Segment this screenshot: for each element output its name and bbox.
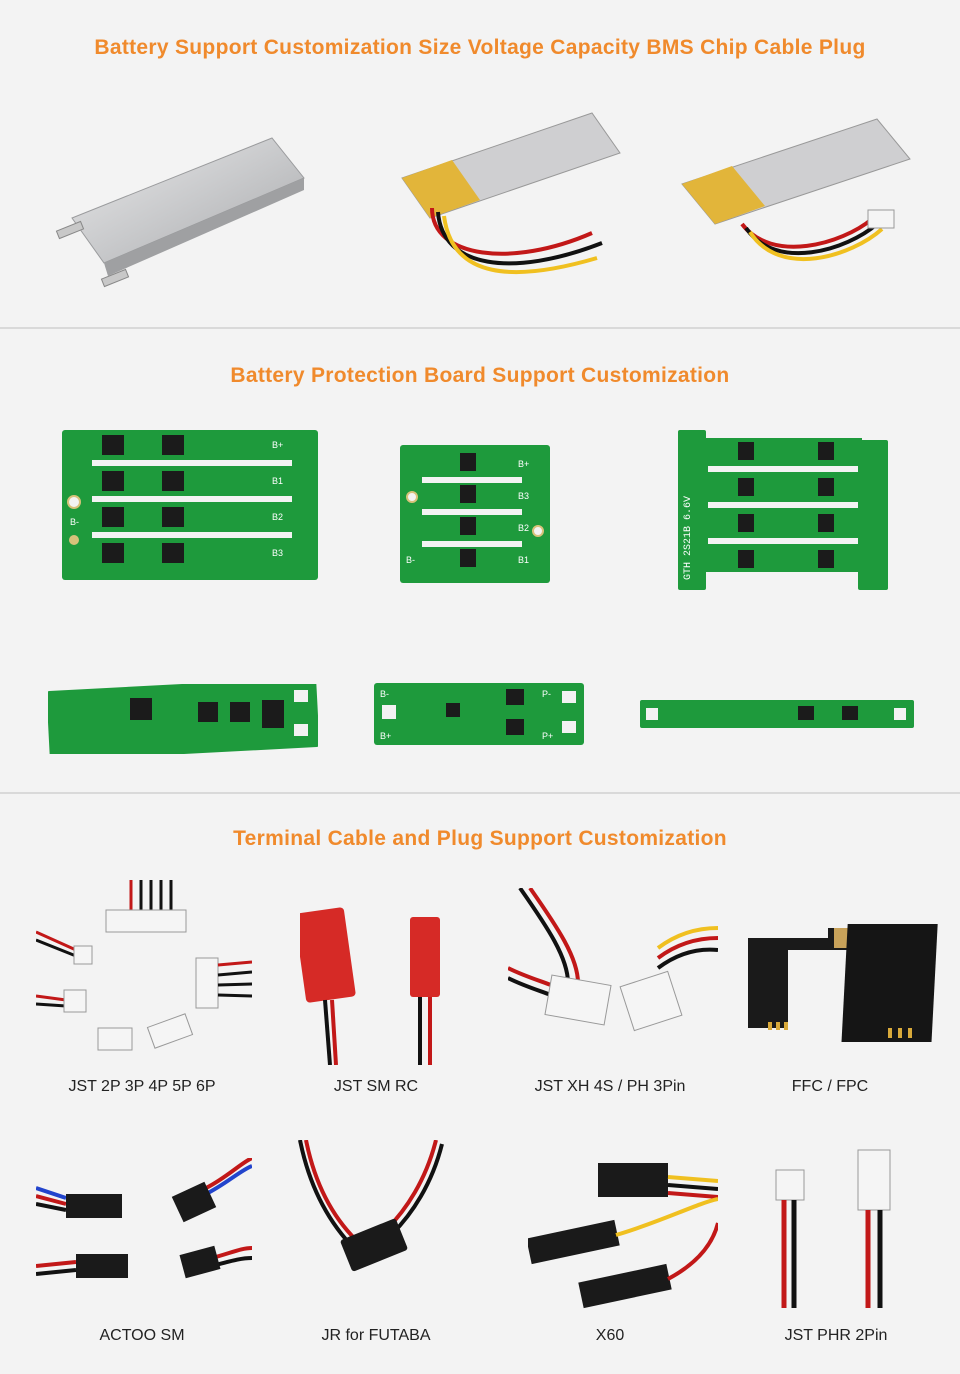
bd2-label-b1: B1: [518, 555, 529, 565]
bd1-label-b-minus: B-: [70, 517, 79, 527]
cables-section-title: Terminal Cable and Plug Support Customiz…: [233, 827, 727, 850]
protection-strip-c-image: [640, 700, 914, 728]
pcb-b-label-bminus: B-: [380, 689, 389, 699]
pcb-b-label-bplus: B+: [380, 731, 391, 741]
battery-plug-cell-image: [672, 114, 922, 284]
pcb-b-label-pplus: P+: [542, 731, 553, 741]
jst-xh-ph-image: [508, 888, 718, 1048]
protection-board-4s-image: B+ B1 B2 B3 B-: [62, 430, 318, 580]
battery-section-title: Battery Support Customization Size Volta…: [94, 36, 866, 59]
board-section-title: Battery Protection Board Support Customi…: [230, 364, 730, 387]
bd1-label-b3: B3: [272, 548, 283, 558]
cable-caption-jr-futaba: JR for FUTABA: [321, 1327, 431, 1344]
x60-image: [528, 1163, 718, 1313]
bd3-label: GTH 2S21B 6.6V: [683, 496, 694, 580]
pcb-b-label-pminus: P-: [542, 689, 551, 699]
protection-strip-b-image: B- B+ P- P+: [374, 683, 584, 745]
bd1-label-b2: B2: [272, 512, 283, 522]
cable-caption-jst-xh-ph: JST XH 4S / PH 3Pin: [534, 1078, 686, 1095]
ffc-fpc-image: [748, 918, 942, 1048]
bd2-label-b-minus: B-: [406, 555, 415, 565]
bd2-label-b-plus: B+: [518, 459, 529, 469]
battery-wired-cell-image: [392, 108, 632, 288]
bd2-label-b3: B3: [518, 491, 529, 501]
protection-board-3s-image: B+ B3 B2 B1 B-: [400, 445, 550, 583]
section-divider-1: [0, 327, 960, 329]
bd2-label-b2: B2: [518, 523, 529, 533]
cable-caption-x60: X60: [595, 1327, 625, 1344]
cable-caption-jst-sm-rc: JST SM RC: [333, 1078, 419, 1095]
cable-caption-jst-multi: JST 2P 3P 4P 5P 6P: [68, 1078, 216, 1095]
jst-sm-rc-image: [300, 905, 450, 1065]
cable-caption-jst-phr: JST PHR 2Pin: [784, 1327, 888, 1344]
bd1-label-b1: B1: [272, 476, 283, 486]
jst-multi-pin-image: [36, 880, 252, 1060]
protection-board-2s-image: GTH 2S21B 6.6V: [678, 430, 890, 590]
cable-caption-actoo-sm: ACTOO SM: [99, 1327, 185, 1344]
section-divider-2: [0, 792, 960, 794]
protection-strip-a-image: [48, 684, 318, 754]
jr-futaba-image: [296, 1140, 446, 1300]
battery-bare-cell-image: [42, 128, 312, 298]
bd1-label-b-plus: B+: [272, 440, 283, 450]
actoo-sm-image: [36, 1158, 252, 1298]
jst-phr-2pin-image: [772, 1148, 902, 1308]
cable-caption-ffc-fpc: FFC / FPC: [791, 1078, 869, 1095]
